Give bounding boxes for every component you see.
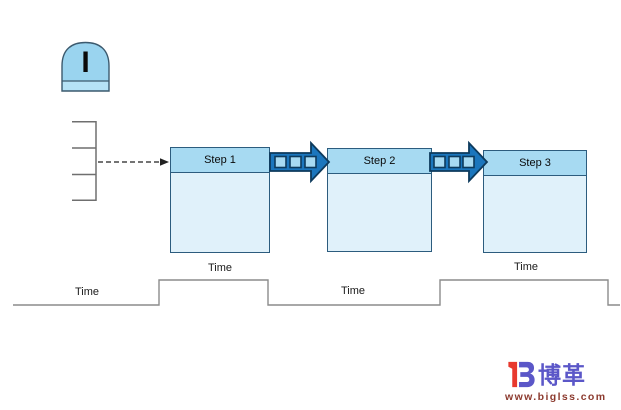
process-box-step1-title: Step 1 bbox=[171, 148, 269, 173]
biglss-logo-icon bbox=[508, 361, 535, 388]
inventory-label: I bbox=[81, 46, 90, 79]
timeline-ladder bbox=[13, 279, 620, 306]
process-box-step2: Step 2 bbox=[327, 148, 432, 252]
watermark-brand: 博革 bbox=[538, 362, 586, 388]
push-arrow-2 bbox=[429, 140, 489, 184]
watermark: 博革 www.biglss.com bbox=[505, 359, 617, 403]
schedule-comb-icon bbox=[72, 120, 97, 202]
timeline-segment-label-1: Time bbox=[74, 286, 100, 298]
push-arrow-1 bbox=[269, 140, 331, 184]
process-box-step3-title: Step 3 bbox=[484, 151, 586, 176]
process-box-step2-title: Step 2 bbox=[328, 149, 431, 174]
process-box-step3: Step 3 bbox=[483, 150, 587, 253]
time-label-step3: Time bbox=[513, 261, 539, 273]
time-label-step1: Time bbox=[207, 262, 233, 274]
inventory-dome-icon bbox=[61, 41, 110, 92]
dashed-schedule-arrow bbox=[98, 158, 169, 166]
process-box-step1: Step 1 bbox=[170, 147, 270, 253]
watermark-url: www.biglss.com bbox=[505, 391, 607, 403]
timeline-segment-label-2: Time bbox=[340, 285, 366, 297]
